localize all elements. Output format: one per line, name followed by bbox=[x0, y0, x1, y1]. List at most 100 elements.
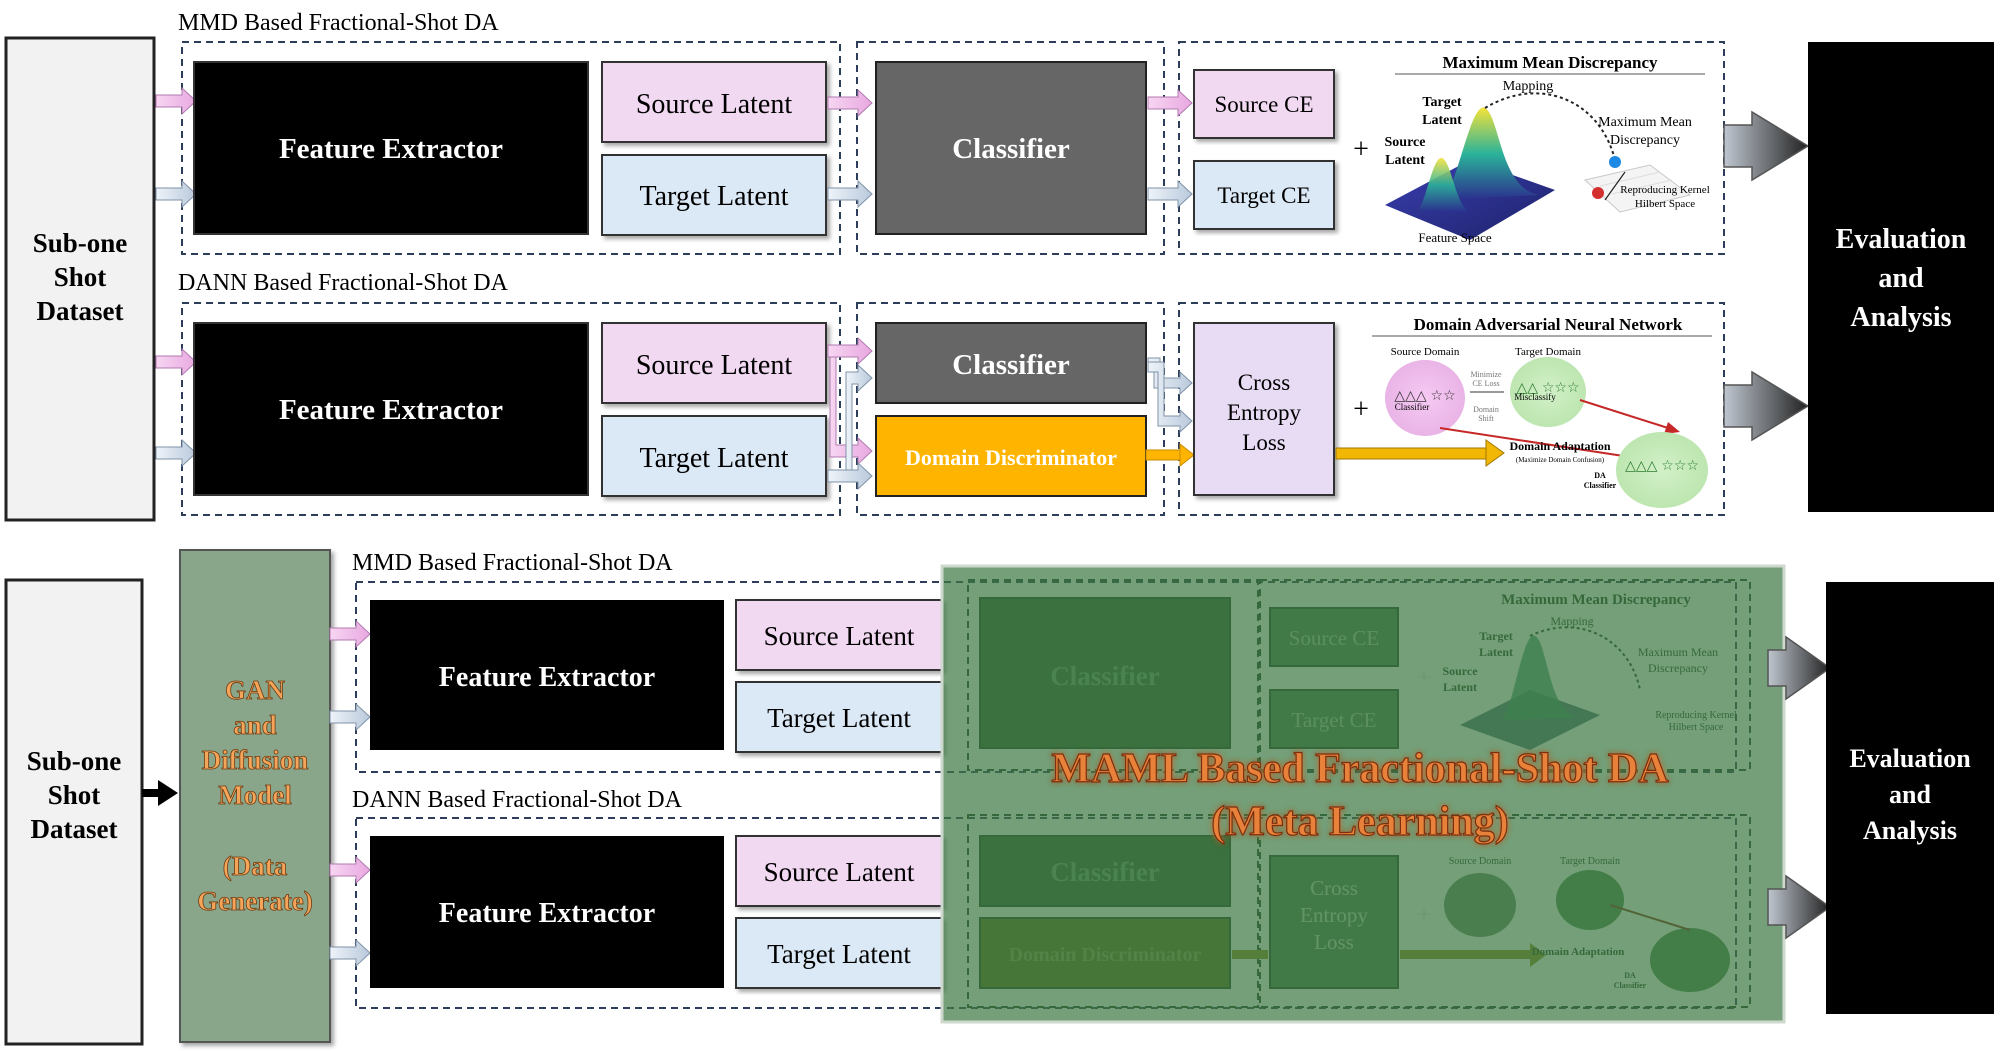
target-peak bbox=[1440, 107, 1540, 200]
top-cross-entropy-loss bbox=[1193, 322, 1335, 496]
bottom-dataset-label-2: Shot bbox=[48, 780, 101, 810]
top-evaluation-2: and bbox=[1878, 263, 1924, 294]
dann-max-confusion: (Maximize Domain Confusion) bbox=[1516, 456, 1605, 464]
top-dann-title: DANN Based Fractional-Shot DA bbox=[178, 270, 509, 296]
mmd-mapping-label: Mapping bbox=[1503, 79, 1554, 94]
top-ce-loss-3: Loss bbox=[1242, 430, 1286, 455]
top-mmd-target-latent-label: Target Latent bbox=[639, 181, 788, 212]
bottom-dataset-label-3: Dataset bbox=[31, 814, 118, 844]
dann-minimize-1: Minimize bbox=[1470, 370, 1502, 379]
top-mmd-illustration: Maximum Mean Discrepancy Mapping Target … bbox=[1385, 53, 1710, 245]
dann-misclassify: Misclassify bbox=[1514, 392, 1556, 402]
rkhs-grid-2 bbox=[1611, 179, 1673, 195]
top-ce-loss-1: Cross bbox=[1238, 370, 1290, 395]
bottom-mmd-arrow-pink bbox=[329, 619, 371, 649]
bottom-evaluation-2: and bbox=[1889, 780, 1931, 809]
top-dataset-label-3: Dataset bbox=[37, 296, 124, 326]
mmd-feature-space: Feature Space bbox=[1418, 230, 1492, 245]
gan-label-2: and bbox=[233, 710, 277, 740]
top-target-ce bbox=[1193, 160, 1335, 230]
dann-minimize-2: CE Loss bbox=[1472, 379, 1499, 388]
top-source-ce-label: Source CE bbox=[1214, 92, 1313, 117]
top-mmd-source-latent bbox=[601, 61, 827, 143]
top-mmd-plus: + bbox=[1353, 134, 1369, 165]
top-dann-input-arrows bbox=[155, 347, 197, 468]
gan-label-6: (Data bbox=[223, 851, 288, 881]
target-domain-blob bbox=[1510, 357, 1586, 427]
top-dann-branch-arrows bbox=[827, 336, 873, 491]
top-dann-source-latent bbox=[601, 322, 827, 404]
dann-source-domain: Source Domain bbox=[1391, 346, 1460, 358]
maml-title-1: MAML Based Fractional-Shot DA bbox=[1051, 746, 1669, 792]
top-mmd-feature-extractor-label: Feature Extractor bbox=[279, 133, 503, 165]
top-dann-plus: + bbox=[1353, 394, 1369, 425]
gan-label-1: GAN bbox=[225, 675, 286, 705]
top-domain-discriminator-label: Domain Discriminator bbox=[905, 445, 1117, 470]
rkhs-grid-1 bbox=[1599, 171, 1661, 187]
top-dann-feature-extractor-label: Feature Extractor bbox=[279, 394, 503, 426]
bottom-mmd-target-latent bbox=[735, 681, 943, 753]
top-dann-ce-arrows bbox=[1145, 357, 1195, 468]
rkhs-vector bbox=[1604, 171, 1626, 201]
dann-classifier-label: Classifier bbox=[1395, 402, 1430, 412]
bottom-dann-source-latent-label: Source Latent bbox=[764, 857, 915, 887]
top-mmd-source-latent-label: Source Latent bbox=[636, 89, 792, 120]
bottom-fat-arrows bbox=[1767, 635, 1832, 940]
bottom-dann-feature-extractor bbox=[370, 836, 724, 988]
bottom-mmd-source-latent-label: Source Latent bbox=[764, 621, 915, 651]
maml-overlay bbox=[940, 564, 1786, 1024]
red-point bbox=[1592, 187, 1604, 199]
rkhs-label-1: Reproducing Kernel bbox=[1620, 184, 1710, 196]
top-dann-target-latent-label: Target Latent bbox=[639, 443, 788, 474]
mmd-source-latent-1: Source bbox=[1385, 135, 1426, 150]
rkhs-label-2: Hilbert Space bbox=[1635, 198, 1695, 210]
dann-domain-adaptation: Domain Adaptation bbox=[1509, 439, 1610, 453]
top-dann-target-latent bbox=[601, 415, 827, 497]
bottom-dann-arrow-pink bbox=[329, 855, 371, 885]
top-dann-yellow-arrow bbox=[1335, 439, 1505, 467]
maml-title-2: (Meta Learning) bbox=[1211, 799, 1508, 845]
dann-red-arrow-1 bbox=[1439, 427, 1631, 458]
mmd-target-latent-2: Latent bbox=[1422, 113, 1462, 128]
bottom-mmd-title: MMD Based Fractional-Shot DA bbox=[352, 550, 673, 576]
source-peak bbox=[1415, 157, 1470, 212]
top-dann-classifier bbox=[875, 322, 1147, 404]
blue-point bbox=[1609, 156, 1621, 168]
dann-target-domain: Target Domain bbox=[1515, 346, 1581, 358]
bottom-dann-arrow-blue bbox=[329, 938, 371, 968]
mmd-target-latent-1: Target bbox=[1422, 95, 1461, 110]
mmd-label-1: Maximum Mean bbox=[1598, 115, 1692, 130]
top-mmd-classifier bbox=[875, 61, 1147, 235]
mmd-panel-title: Maximum Mean Discrepancy bbox=[1443, 53, 1658, 72]
top-mmd-container-1 bbox=[181, 41, 841, 255]
top-mmd-arrow-ce-target bbox=[1147, 179, 1193, 209]
bottom-mmd-arrow-blue bbox=[329, 702, 371, 732]
top-dann-feature-extractor bbox=[193, 322, 589, 496]
bottom-dataset-label-1: Sub-one bbox=[27, 746, 122, 776]
dann-red-arrow-2 bbox=[1579, 399, 1669, 429]
bottom-dataset-box bbox=[4, 578, 144, 1046]
mmd-source-latent-2: Latent bbox=[1385, 153, 1425, 168]
source-symbols: △△△ ☆☆ bbox=[1394, 387, 1455, 403]
top-mmd-target-latent bbox=[601, 154, 827, 236]
top-mmd-classifier-label: Classifier bbox=[952, 133, 1070, 165]
top-evaluation-3: Analysis bbox=[1850, 302, 1951, 333]
top-mmd-arrow-ce-source bbox=[1147, 88, 1193, 118]
top-domain-discriminator bbox=[875, 415, 1147, 497]
da-symbols: △△△ ☆☆☆ bbox=[1625, 457, 1699, 473]
dann-da-2: Classifier bbox=[1584, 481, 1617, 490]
bottom-evaluation-box bbox=[1826, 582, 1994, 1014]
bottom-mmd-target-latent-label: Target Latent bbox=[767, 703, 911, 733]
bottom-mmd-feature-extractor bbox=[370, 600, 724, 750]
top-dataset-box: Sub-one Shot Dataset bbox=[4, 36, 156, 522]
bottom-dann-title: DANN Based Fractional-Shot DA bbox=[352, 787, 683, 813]
bottom-mmd-feature-extractor-label: Feature Extractor bbox=[439, 662, 655, 693]
top-mmd-input-arrows bbox=[155, 86, 197, 209]
bottom-evaluation-1: Evaluation bbox=[1849, 744, 1971, 773]
dann-red-head bbox=[1664, 422, 1680, 434]
top-mmd-arrow-target bbox=[827, 179, 873, 209]
target-symbols: △△ ☆☆☆ bbox=[1516, 379, 1579, 395]
top-source-ce bbox=[1193, 69, 1335, 139]
top-mmd-title: MMD Based Fractional-Shot DA bbox=[178, 10, 499, 36]
